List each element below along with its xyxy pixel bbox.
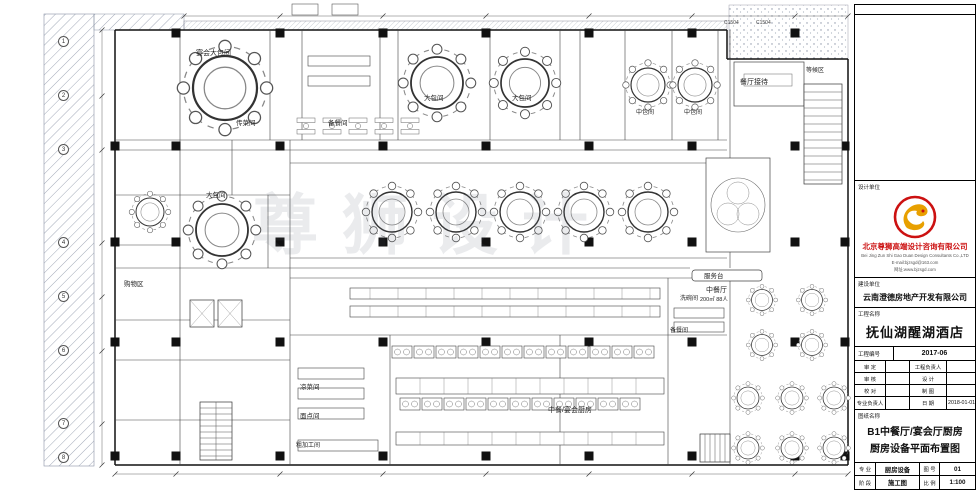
- sign-cell: 2018-01-01: [946, 397, 976, 409]
- room-label: 备餐间: [670, 328, 689, 334]
- grid-bubble: 6: [58, 345, 69, 356]
- design-company-contact: Bei Jing Zun Shi Gao Duan Design Consult…: [855, 251, 975, 277]
- grid-bubble: 4: [58, 237, 69, 248]
- logo-emblem: [893, 196, 937, 239]
- project-name: 抚仙湖醒湖酒店: [865, 325, 964, 340]
- drawing-title-line1: B1中餐厅/宴会厅厨房: [867, 427, 963, 438]
- room-label: 中餐/宴会厨房: [548, 407, 592, 414]
- earth-hatch-band: [43, 13, 95, 467]
- room-label: 传菜间: [236, 120, 256, 127]
- room-label: 洗碗间: [680, 296, 699, 302]
- kitchen-equipment: [297, 55, 725, 452]
- escalator: [803, 83, 843, 185]
- company-name-en: Bei Jing Zun Shi Gao Duan Design Consult…: [861, 253, 969, 259]
- drawing-title: B1中餐厅/宴会厅厨房 厨房设备平面布置图: [855, 421, 975, 462]
- sheet-label: 图 号: [919, 463, 939, 476]
- sign-cell: 审 定: [855, 361, 885, 373]
- room-label: 购物区: [124, 281, 144, 288]
- grid-bubble: 7: [58, 418, 69, 429]
- sign-cell: [946, 361, 977, 373]
- top-wall-poche: [183, 20, 728, 31]
- grid-bubble: 2: [58, 90, 69, 101]
- sign-cell: 审 核: [855, 373, 885, 385]
- dimension-lines: [99, 13, 851, 477]
- room-label: 服务台: [704, 273, 724, 280]
- drawing-title-line2: 厨房设备平面布置图: [870, 444, 960, 455]
- design-unit-label: 设计单位: [855, 180, 975, 192]
- stage-label: 阶 段: [858, 480, 872, 487]
- design-company-name: 北京尊狮高端设计咨询有限公司: [862, 242, 968, 252]
- sign-cell: 工程负责人: [909, 361, 946, 373]
- grid-bubble: 3: [58, 144, 69, 155]
- room-label: 凉菜间: [300, 384, 320, 391]
- project-number-value: 2017-06: [893, 347, 975, 360]
- project-number-label: 工程编号: [858, 351, 881, 358]
- room-label: 大包间: [424, 95, 444, 102]
- sign-cell: [885, 361, 909, 373]
- feature-room: [705, 157, 771, 253]
- spec-label: 专 业: [855, 463, 875, 476]
- sheet-value: 01: [939, 463, 975, 476]
- sign-cell: [885, 373, 909, 385]
- room-label: 宴会大包间: [196, 50, 231, 57]
- room-label: 200㎡ 88人: [700, 297, 728, 303]
- floorplan-drawing: [43, 3, 851, 477]
- room-label: 大包间: [206, 192, 226, 199]
- signature-table: 审 定 工程负责人 审 核 设 计 校 对 制 图 专业负责人 日 期 2018…: [855, 360, 977, 409]
- room-label: 中餐厅: [706, 287, 727, 294]
- window-tag: C1504: [756, 20, 771, 26]
- window-tag: C1504: [724, 20, 739, 26]
- sign-cell: 校 对: [855, 385, 885, 397]
- corner-hatch: [93, 13, 185, 31]
- grid-bubble: 5: [58, 291, 69, 302]
- drawing-name-label: 图纸名称: [855, 409, 975, 421]
- room-label: 中包间: [684, 110, 703, 116]
- sign-cell: 设 计: [909, 373, 946, 385]
- reception-desk: [743, 73, 793, 87]
- sign-cell: 专业负责人: [856, 401, 884, 407]
- sign-cell: [885, 397, 909, 409]
- entry-paving-stipple: [728, 4, 849, 60]
- sign-cell: [946, 385, 977, 397]
- room-label: 备餐间: [328, 120, 348, 127]
- scale-label: 比 例: [919, 476, 939, 489]
- company-website: 网址:www.bjzsgd.com: [894, 267, 936, 273]
- room-label: 大包间: [512, 95, 532, 102]
- room-label: 面点间: [300, 413, 320, 420]
- sign-cell: 日 期: [909, 397, 946, 409]
- sheet-info-table: 专 业 厨房设备 图 号 01 阶 段 施工图 比 例 1:100: [855, 462, 975, 489]
- client-name: 云南澄德房地产开发有限公司: [863, 293, 967, 302]
- sign-cell: [946, 373, 977, 385]
- revision-strip: [855, 5, 975, 15]
- stair-kitchen: [699, 433, 731, 463]
- project-number-row: 工程编号 2017-06: [855, 346, 975, 360]
- title-block-blank: [855, 15, 975, 180]
- title-block: 设计单位 北京尊狮高端设计咨询有限公司 Bei Jing Zun Shi Gao…: [854, 4, 977, 490]
- room-label: 餐厅接待: [740, 79, 768, 86]
- sign-cell: [885, 385, 909, 397]
- grid-bubble: 1: [58, 36, 69, 47]
- sign-cell: 制 图: [909, 385, 946, 397]
- room-label: 中包间: [636, 110, 655, 116]
- design-firm-logo: [855, 192, 975, 242]
- project-label: 工程名称: [855, 307, 975, 319]
- stair-left: [199, 401, 233, 461]
- elevators: [189, 299, 243, 328]
- company-email: E-mail:bjzsgd@163.com: [891, 260, 939, 266]
- scale-value: 1:100: [939, 476, 975, 489]
- service-desk: [691, 269, 763, 282]
- room-label: 粗加工间: [296, 443, 321, 449]
- booth-seating: [296, 117, 420, 135]
- outer-walls: [114, 29, 849, 466]
- spec-value: 厨房设备: [875, 463, 919, 476]
- stage-value: 施工图: [875, 476, 919, 489]
- room-label: 等候区: [806, 68, 825, 74]
- client-label: 建设单位: [855, 277, 975, 289]
- grid-bubble: 8: [58, 452, 69, 463]
